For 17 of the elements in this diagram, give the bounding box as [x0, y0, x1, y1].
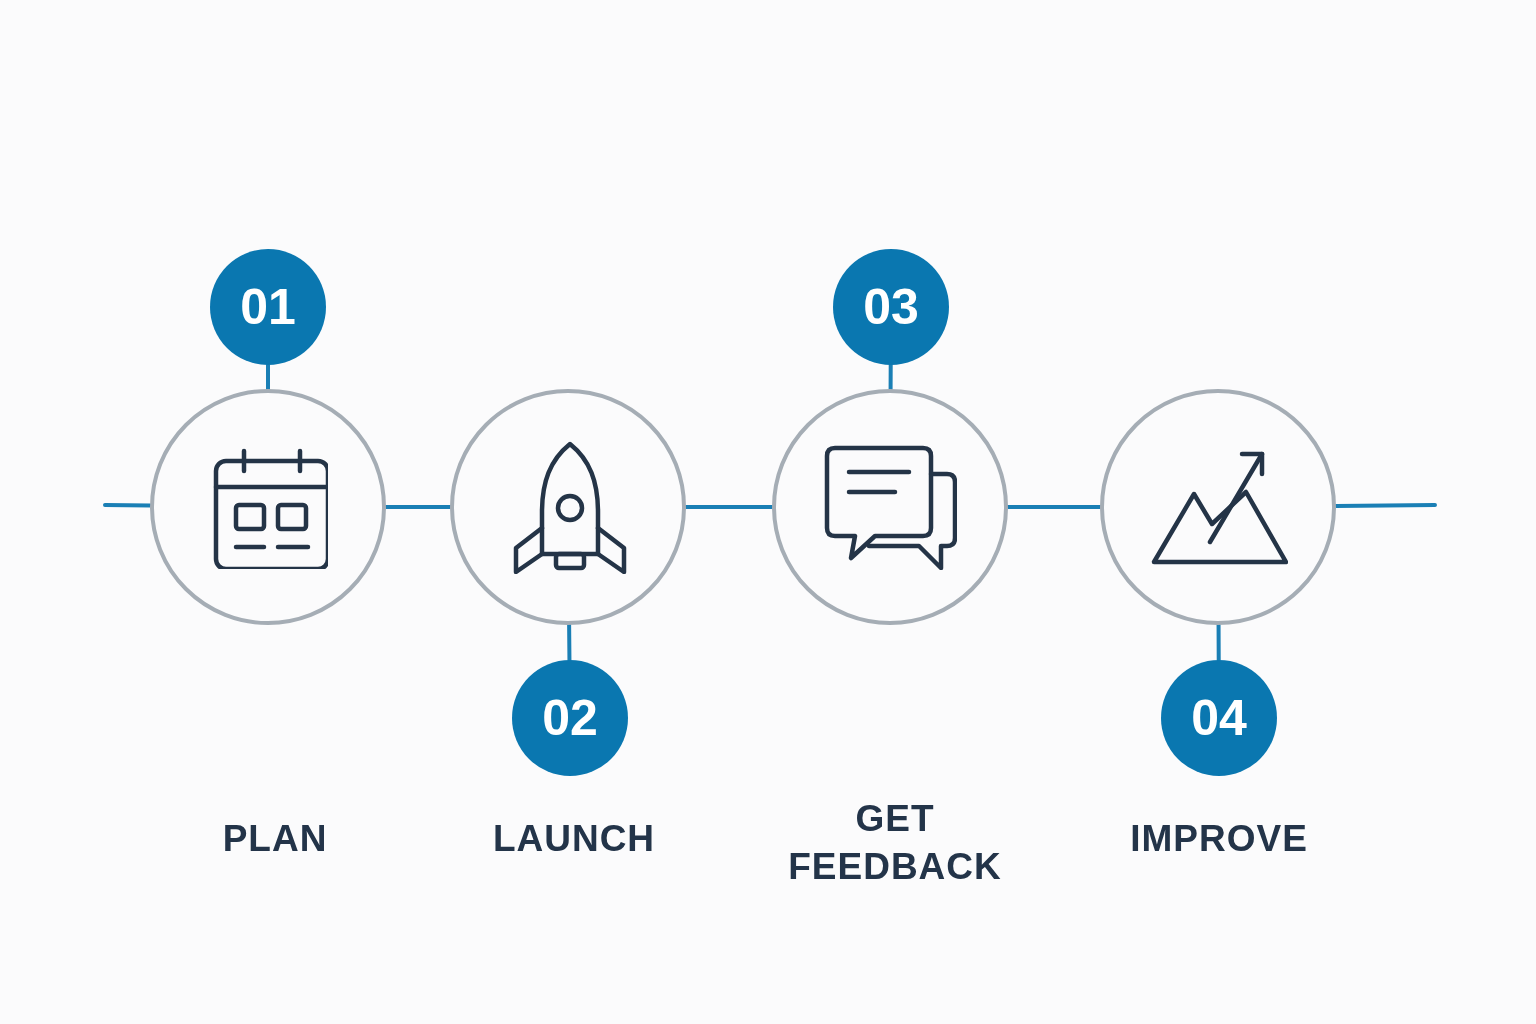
step-number-badge: 04 [1161, 660, 1277, 776]
connector-line [384, 505, 452, 509]
connector-line [888, 363, 893, 391]
step-label: GET FEEDBACK [787, 797, 1003, 889]
connector-line [1216, 623, 1221, 662]
connector-line [1006, 505, 1102, 509]
step-number-badge: 02 [512, 660, 628, 776]
connector-line [103, 503, 152, 508]
connector-line [1334, 503, 1437, 508]
connector-line [567, 623, 572, 662]
step-label: LAUNCH [491, 817, 657, 861]
step-label: PLAN [221, 817, 329, 861]
connector-line [684, 505, 774, 509]
step-number-badge: 03 [833, 249, 949, 365]
connector-line [266, 363, 270, 391]
step-label: IMPROVE [1129, 817, 1309, 861]
step-number-badge: 01 [210, 249, 326, 365]
